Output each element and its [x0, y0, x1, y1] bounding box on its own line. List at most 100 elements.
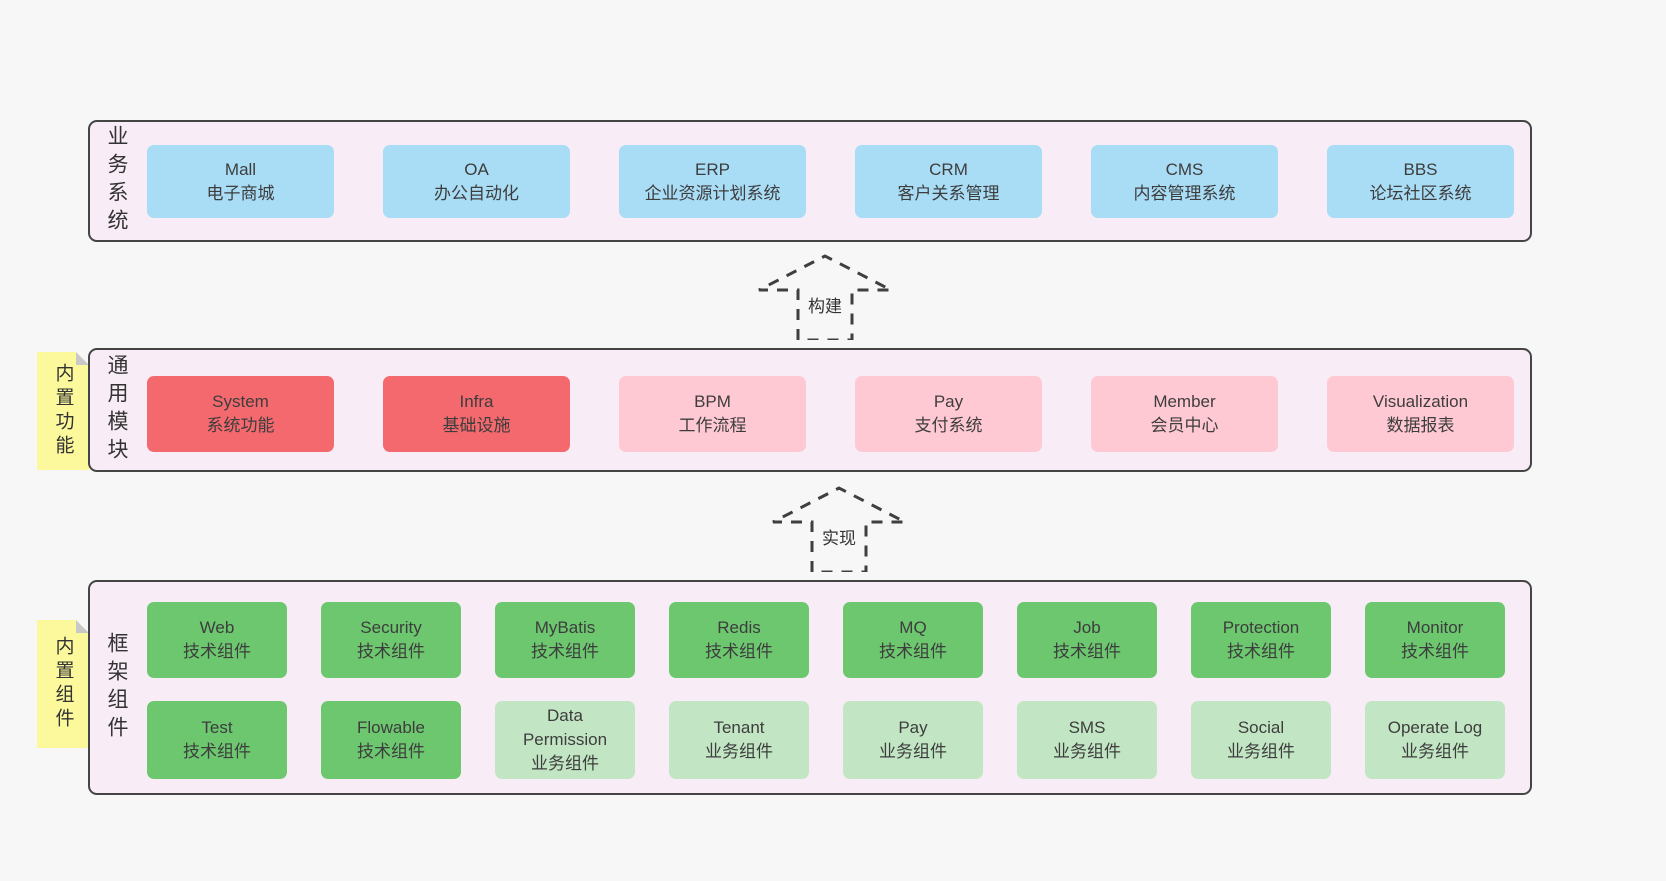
box-title: MQ — [899, 618, 927, 637]
implement-arrow: 实现 — [764, 484, 914, 572]
box-job: Job 技术组件 — [1017, 602, 1157, 678]
components-section-label: 框架组件 — [105, 631, 128, 744]
box-subtitle: 电子商城 — [206, 183, 275, 203]
box-subtitle: 支付系统 — [914, 416, 983, 435]
box-title: CMS — [1165, 159, 1204, 179]
box-data-permission: Data Permission 业务组件 — [495, 701, 635, 779]
box-subtitle: 客户关系管理 — [897, 183, 1000, 203]
modules-section-label: 通用模块 — [105, 354, 128, 466]
box-title: Web — [199, 618, 235, 637]
box-protection: Protection 技术组件 — [1191, 602, 1331, 678]
box-subtitle: 技术组件 — [183, 642, 251, 661]
box-subtitle: 内容管理系统 — [1133, 183, 1236, 203]
common-modules-section: 通用模块 System 系统功能 Infra 基础设施 BPM 工作流程 Pay 支付系统 Me… — [88, 348, 1532, 472]
builtin-components-note-text: 内置组件 — [52, 636, 74, 732]
box-title: Mall — [224, 159, 257, 179]
box-mall: Mall 电子商城 — [147, 145, 334, 218]
box-subtitle: 工作流程 — [678, 416, 747, 435]
box-subtitle: 技术组件 — [1227, 642, 1295, 661]
box-infra: Infra 基础设施 — [383, 376, 570, 452]
box-sms: SMS 业务组件 — [1017, 701, 1157, 779]
box-title: CRM — [929, 159, 968, 179]
box-bbs: BBS 论坛社区系统 — [1327, 145, 1514, 218]
box-erp: ERP 企业资源计划系统 — [619, 145, 806, 218]
box-title: Social — [1237, 718, 1285, 737]
box-title: Data Permission — [522, 706, 608, 749]
box-subtitle: 系统功能 — [206, 416, 275, 435]
box-title: Pay — [898, 718, 928, 737]
up-arrow-icon — [758, 254, 892, 340]
box-cms: CMS 内容管理系统 — [1091, 145, 1278, 218]
box-subtitle: 技术组件 — [1401, 642, 1469, 661]
box-title: BBS — [1403, 159, 1438, 179]
box-subtitle: 基础设施 — [442, 416, 511, 435]
box-title: Security — [360, 618, 422, 637]
box-subtitle: 业务组件 — [531, 754, 599, 773]
build-arrow: 构建 — [750, 252, 900, 340]
box-title: ERP — [695, 159, 730, 179]
box-subtitle: 技术组件 — [357, 742, 425, 761]
box-web: Web 技术组件 — [147, 602, 287, 678]
box-pay: Pay 支付系统 — [855, 376, 1042, 452]
box-flowable: Flowable 技术组件 — [321, 701, 461, 779]
up-arrow-icon — [772, 486, 906, 572]
box-subtitle: 业务组件 — [1053, 742, 1121, 761]
box-title: SMS — [1068, 718, 1106, 737]
box-test: Test 技术组件 — [147, 701, 287, 779]
box-subtitle: 技术组件 — [183, 742, 251, 761]
box-system: System 系统功能 — [147, 376, 334, 452]
box-subtitle: 技术组件 — [1053, 642, 1121, 661]
box-subtitle: 技术组件 — [879, 642, 947, 661]
box-title: Flowable — [356, 718, 426, 737]
box-title: BPM — [694, 392, 731, 411]
box-title: Monitor — [1406, 618, 1464, 637]
box-subtitle: 业务组件 — [1227, 742, 1295, 761]
components-row-2: Test 技术组件 Flowable 技术组件 Data Permission 业务组件 T… — [147, 701, 1505, 779]
box-subtitle: 业务组件 — [879, 742, 947, 761]
box-title: Visualization — [1372, 392, 1469, 411]
box-mq: MQ 技术组件 — [843, 602, 983, 678]
box-title: Job — [1073, 618, 1101, 637]
box-subtitle: 业务组件 — [1401, 742, 1469, 761]
box-title: Infra — [459, 392, 494, 411]
box-crm: CRM 客户关系管理 — [855, 145, 1042, 218]
box-title: Tenant — [713, 718, 765, 737]
box-subtitle: 数据报表 — [1386, 416, 1455, 435]
box-title: Pay — [933, 392, 964, 411]
box-subtitle: 会员中心 — [1150, 416, 1219, 435]
builtin-features-note: 内置功能 — [37, 352, 89, 470]
box-security: Security 技术组件 — [321, 602, 461, 678]
box-pay: Pay 业务组件 — [843, 701, 983, 779]
box-bpm: BPM 工作流程 — [619, 376, 806, 452]
implement-arrow-label: 实现 — [819, 524, 859, 549]
box-title: Member — [1153, 392, 1216, 411]
box-title: Operate Log — [1387, 718, 1483, 737]
box-subtitle: 企业资源计划系统 — [644, 183, 781, 203]
builtin-components-note: 内置组件 — [37, 620, 89, 748]
box-title: MyBatis — [534, 618, 596, 637]
modules-boxes-row: System 系统功能 Infra 基础设施 BPM 工作流程 Pay 支付系统 Member 会… — [147, 376, 1514, 452]
box-subtitle: 技术组件 — [705, 642, 773, 661]
box-subtitle: 论坛社区系统 — [1369, 183, 1472, 203]
builtin-features-note-text: 内置功能 — [52, 363, 74, 459]
box-mybatis: MyBatis 技术组件 — [495, 602, 635, 678]
box-title: System — [212, 392, 269, 411]
build-arrow-label: 构建 — [805, 292, 845, 317]
box-title: Test — [201, 718, 233, 737]
box-visualization: Visualization 数据报表 — [1327, 376, 1514, 452]
box-subtitle: 办公自动化 — [434, 183, 519, 203]
box-subtitle: 技术组件 — [531, 642, 599, 661]
box-member: Member 会员中心 — [1091, 376, 1278, 452]
box-subtitle: 技术组件 — [357, 642, 425, 661]
box-operate-log: Operate Log 业务组件 — [1365, 701, 1505, 779]
box-title: Protection — [1222, 618, 1300, 637]
business-section-label: 业务系统 — [105, 125, 128, 237]
